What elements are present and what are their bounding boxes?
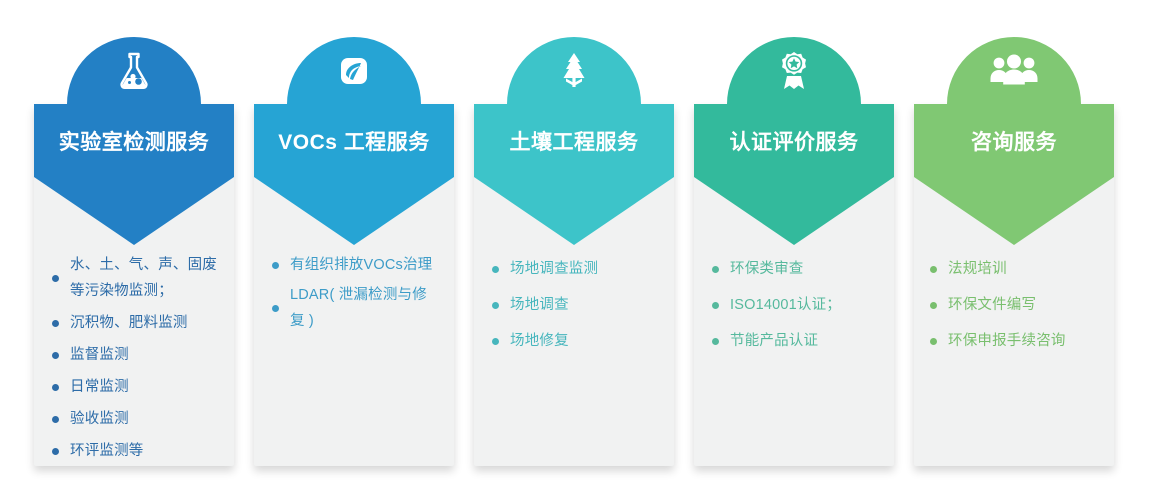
list-item: 沉积物、肥料监测 — [52, 310, 220, 336]
card-title: 认证评价服务 — [729, 131, 859, 154]
card-bullet-list: 环保类审查 ISO14001认证； 节能产品认证 — [694, 256, 894, 364]
list-item-label: ISO14001认证； — [730, 297, 841, 313]
list-item: 场地调查监测 — [492, 256, 660, 282]
list-item: 节能产品认证 — [712, 328, 880, 354]
card-title: 土壤工程服务 — [509, 131, 639, 154]
list-item-label: 环保申报手续咨询 — [948, 333, 1066, 349]
list-item-label: 验收监测 — [70, 411, 129, 427]
bullet-dot — [712, 301, 719, 309]
list-item-label: LDAR( 泄漏检测与修复 ) — [290, 287, 427, 329]
list-item: 监督监测 — [52, 342, 220, 368]
service-card-consulting[interactable]: 咨询服务 法规培训 环保文件编写 环保申报手续咨询 — [914, 0, 1114, 466]
list-item-label: 场地调查监测 — [510, 261, 599, 277]
list-item: 法规培训 — [930, 256, 1108, 282]
list-item: 场地修复 — [492, 328, 660, 354]
bullet-dot — [272, 261, 279, 269]
bullet-dot — [272, 304, 279, 312]
bullet-dot — [930, 265, 937, 273]
card-title: 实验室检测服务 — [58, 131, 210, 154]
list-item: LDAR( 泄漏检测与修复 ) — [272, 282, 440, 334]
card-title: 咨询服务 — [971, 131, 1057, 154]
bullet-dot — [492, 265, 499, 273]
list-item-label: 法规培训 — [948, 261, 1007, 277]
list-item-label: 场地修复 — [510, 333, 569, 349]
list-item-label: 有组织排放VOCs治理 — [290, 257, 433, 273]
bullet-dot — [492, 301, 499, 309]
list-item-label: 监督监测 — [70, 347, 129, 363]
bullet-dot — [930, 337, 937, 345]
bullet-dot — [930, 301, 937, 309]
bullet-dot — [52, 351, 59, 359]
bullet-dot — [52, 447, 59, 455]
list-item: 日常监测 — [52, 374, 220, 400]
leaf-badge-icon — [254, 48, 454, 94]
list-item: 场地调查 — [492, 292, 660, 318]
list-item: 环评监测等 — [52, 438, 220, 464]
list-item: 环保文件编写 — [930, 292, 1108, 318]
card-bullet-list: 场地调查监测 场地调查 场地修复 — [474, 256, 674, 364]
list-item-label: 水、土、气、声、固废等污染物监测； — [70, 257, 217, 299]
service-card-lab-testing[interactable]: 实验室检测服务 水、土、气、声、固废等污染物监测； 沉积物、肥料监测 监督监测 … — [34, 0, 234, 466]
list-item: 环保申报手续咨询 — [930, 328, 1108, 354]
card-bullet-list: 水、土、气、声、固废等污染物监测； 沉积物、肥料监测 监督监测 日常监测 验收监… — [34, 252, 234, 470]
list-item: 环保类审查 — [712, 256, 880, 282]
list-item: 验收监测 — [52, 406, 220, 432]
list-item-label: 日常监测 — [70, 379, 129, 395]
bullet-dot — [52, 274, 59, 282]
pine-tree-icon — [474, 48, 674, 94]
award-medal-icon — [694, 48, 894, 94]
bullet-dot — [52, 383, 59, 391]
list-item-label: 环评监测等 — [70, 443, 144, 459]
card-bullet-list: 有组织排放VOCs治理 LDAR( 泄漏检测与修复 ) — [254, 252, 454, 338]
card-title: VOCs 工程服务 — [278, 131, 430, 154]
bullet-dot — [492, 337, 499, 345]
people-group-icon — [914, 48, 1114, 94]
list-item-label: 环保文件编写 — [948, 297, 1037, 313]
service-card-soil-engineering[interactable]: 土壤工程服务 场地调查监测 场地调查 场地修复 — [474, 0, 674, 466]
list-item-label: 沉积物、肥料监测 — [70, 315, 188, 331]
bullet-dot — [712, 265, 719, 273]
list-item: 水、土、气、声、固废等污染物监测； — [52, 252, 220, 304]
flask-icon — [34, 48, 234, 94]
card-bullet-list: 法规培训 环保文件编写 环保申报手续咨询 — [914, 256, 1114, 364]
list-item: ISO14001认证； — [712, 292, 880, 318]
list-item-label: 环保类审查 — [730, 261, 804, 277]
list-item-label: 场地调查 — [510, 297, 569, 313]
bullet-dot — [52, 319, 59, 327]
service-card-certification-evaluation[interactable]: 认证评价服务 环保类审查 ISO14001认证； 节能产品认证 — [694, 0, 894, 466]
bullet-dot — [712, 337, 719, 345]
list-item: 有组织排放VOCs治理 — [272, 252, 440, 278]
bullet-dot — [52, 415, 59, 423]
list-item-label: 节能产品认证 — [730, 333, 819, 349]
service-card-vocs-engineering[interactable]: VOCs 工程服务 有组织排放VOCs治理 LDAR( 泄漏检测与修复 ) — [254, 0, 454, 466]
